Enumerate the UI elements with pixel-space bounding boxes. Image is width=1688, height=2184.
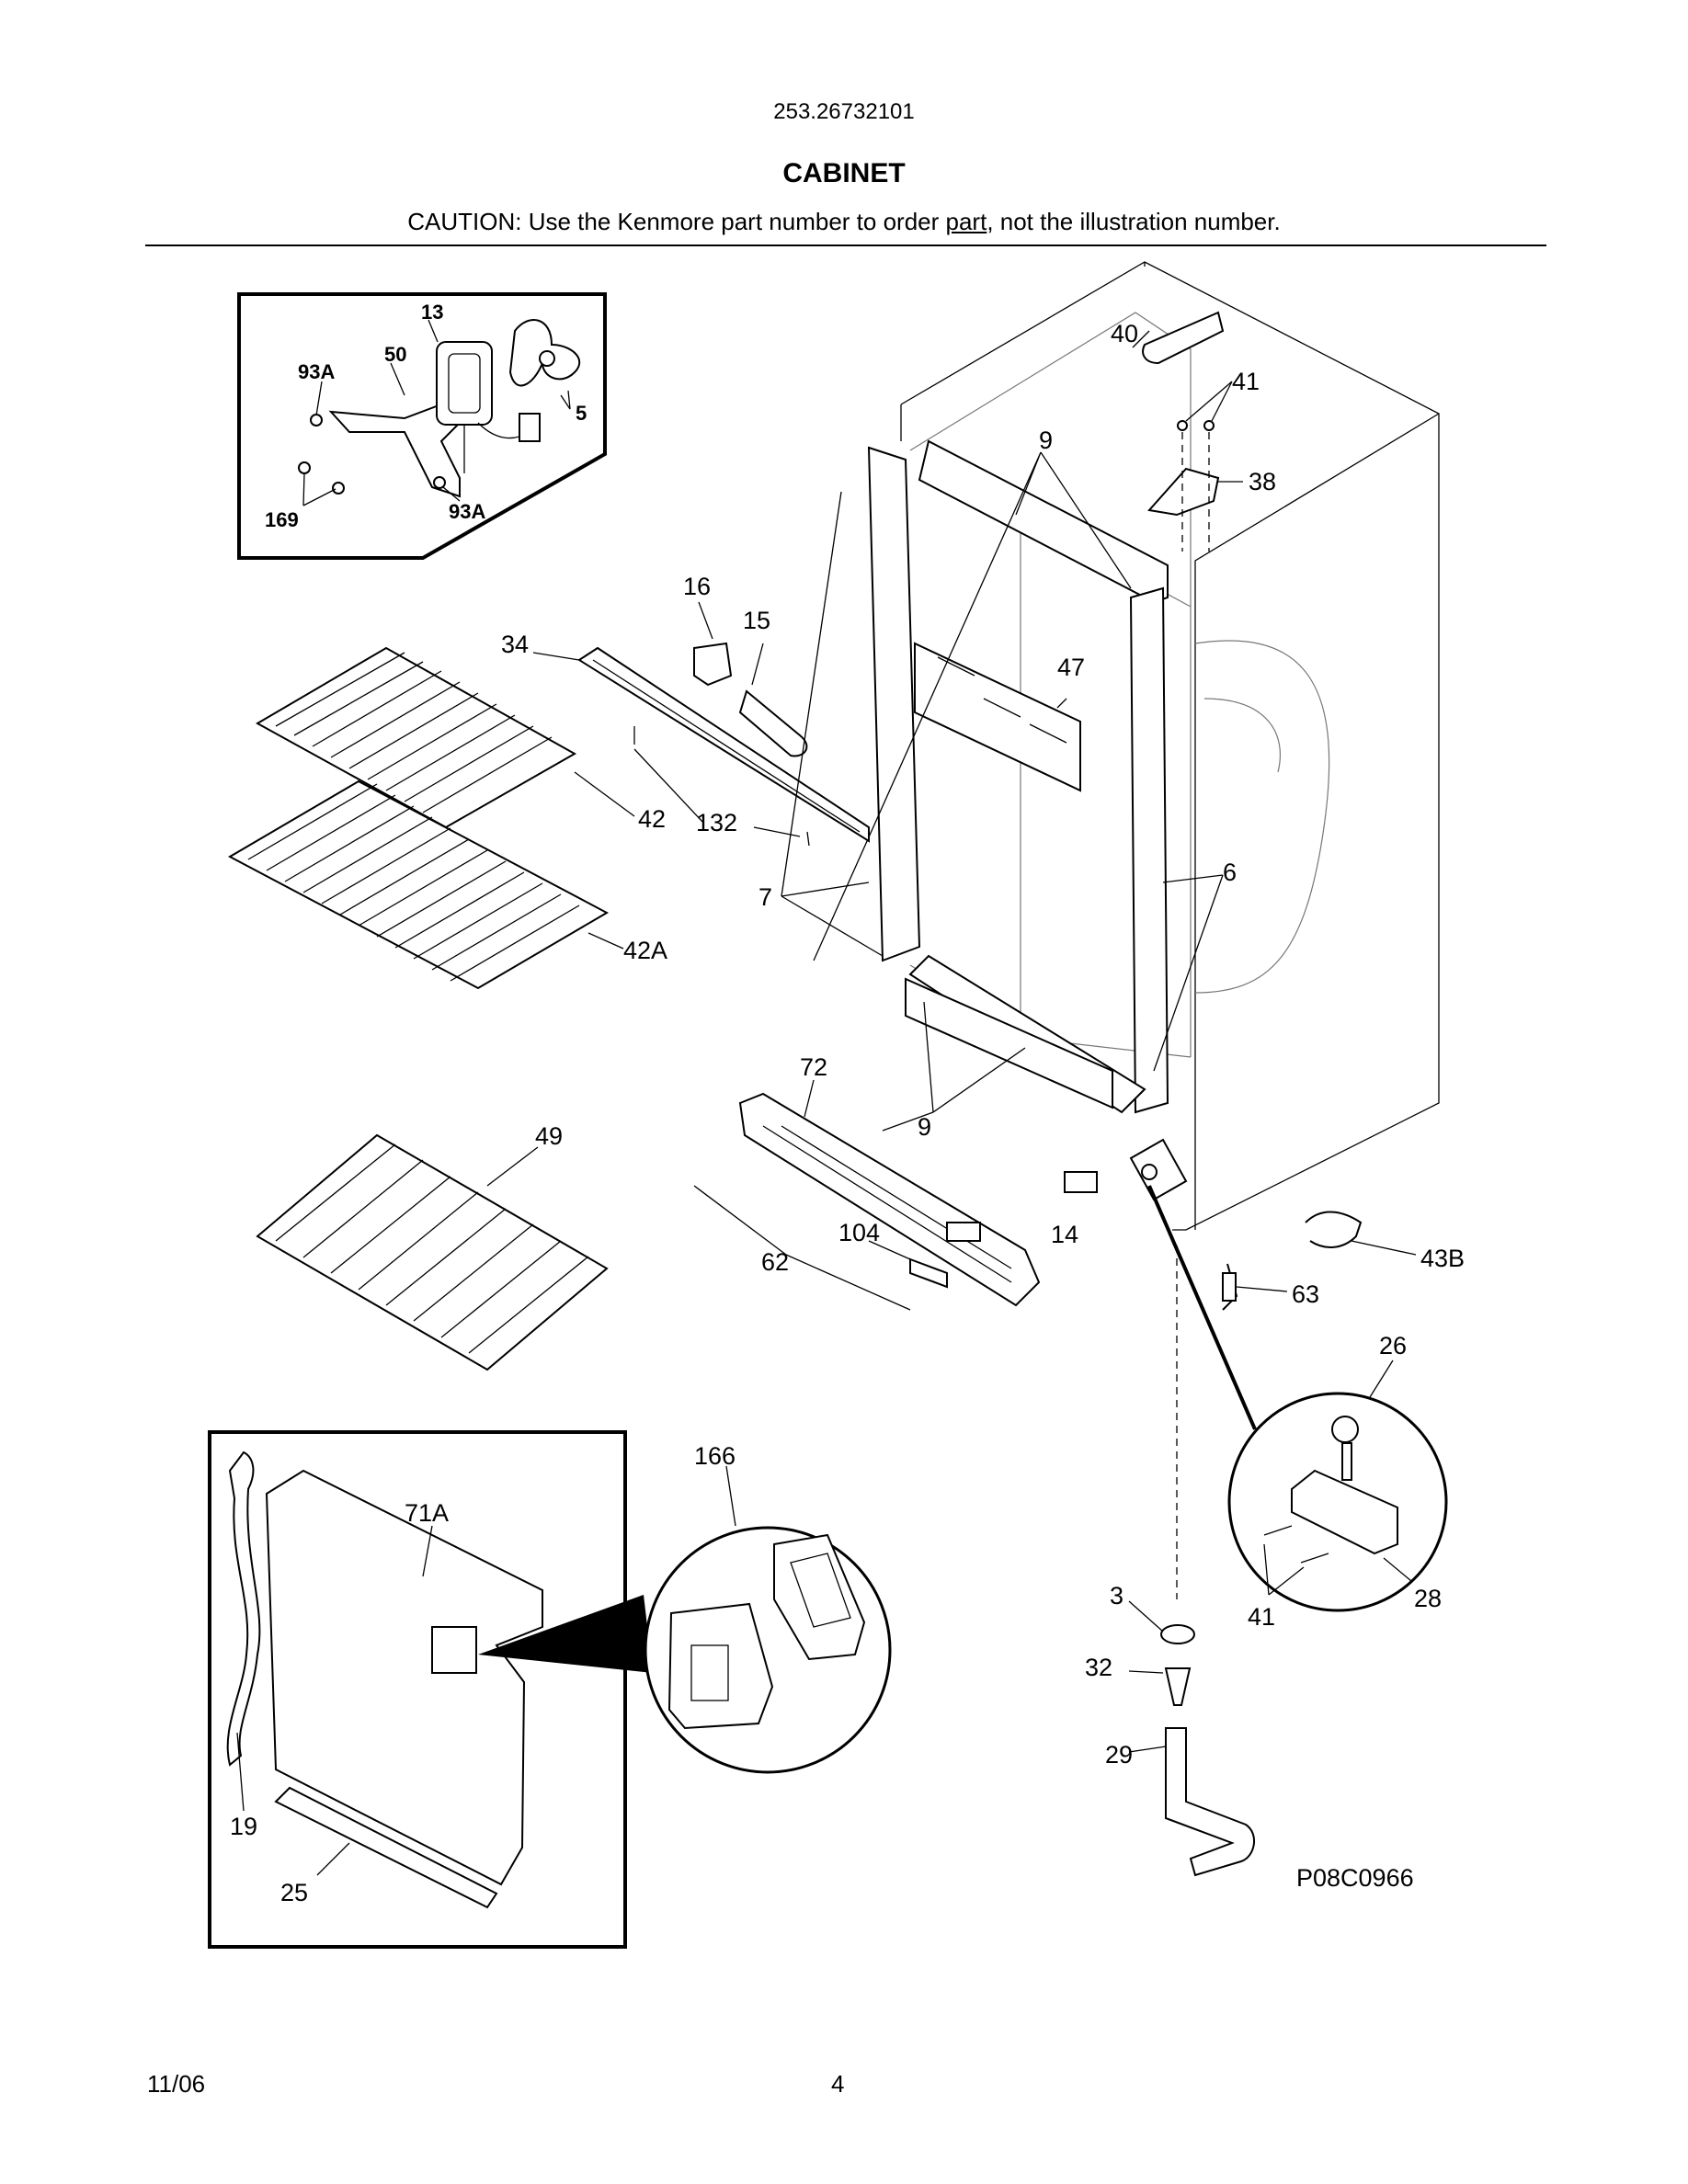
wire-shelves: 42 42A bbox=[227, 646, 667, 990]
toe-grille: 72 104 62 14 bbox=[693, 1053, 1098, 1311]
gasket-callout-7: 7 bbox=[758, 491, 884, 957]
caution-text-end: , not the illustration number. bbox=[987, 208, 1281, 235]
hinge-detail: 26 41 28 bbox=[1227, 1332, 1448, 1631]
caution-text: CAUTION: Use the Kenmore part number to … bbox=[407, 208, 946, 235]
top-hinge: 40 41 38 bbox=[1111, 311, 1276, 552]
callout-62: 62 bbox=[761, 1248, 789, 1276]
gasket-callout-top: 9 bbox=[813, 427, 1132, 961]
shelf-support-47: 47 bbox=[1056, 654, 1085, 709]
callout-104: 104 bbox=[838, 1219, 880, 1246]
callout-32: 32 bbox=[1085, 1654, 1112, 1681]
gasket-callout-bottom: 9 bbox=[882, 1001, 1026, 1141]
callout-63: 63 bbox=[1292, 1280, 1319, 1308]
callout-166: 166 bbox=[694, 1442, 736, 1470]
callout-40: 40 bbox=[1111, 320, 1138, 347]
callout-7: 7 bbox=[758, 883, 772, 911]
callout-49: 49 bbox=[535, 1122, 563, 1150]
header-rule bbox=[145, 245, 1546, 246]
callout-13: 13 bbox=[421, 301, 443, 324]
footer-date: 11/06 bbox=[147, 2070, 206, 2098]
callout-28: 28 bbox=[1414, 1585, 1442, 1612]
diagram-code: P08C0966 bbox=[1296, 1864, 1414, 1892]
light-assembly: 16 15 34 132 bbox=[501, 573, 870, 847]
callout-42A: 42A bbox=[623, 937, 667, 964]
inset-kick-plate: 71A 19 25 bbox=[208, 1430, 627, 1949]
callout-29: 29 bbox=[1105, 1741, 1133, 1769]
callout-169: 169 bbox=[265, 508, 299, 531]
cabinet-shell bbox=[867, 261, 1440, 1231]
gasket-callout-6: 6 bbox=[1153, 859, 1237, 1072]
callout-19: 19 bbox=[230, 1813, 257, 1840]
callout-132: 132 bbox=[696, 809, 737, 836]
leveling-leg: 3 32 29 bbox=[1085, 1582, 1255, 1877]
inset-fan-motor: 13 50 93A 5 169 93A bbox=[237, 292, 607, 560]
callout-14: 14 bbox=[1051, 1221, 1078, 1248]
callout-9-top: 9 bbox=[1039, 427, 1053, 454]
page-number: 4 bbox=[831, 2070, 845, 2098]
caution-note: CAUTION: Use the Kenmore part number to … bbox=[0, 208, 1688, 236]
crisper-grille: 49 bbox=[256, 1122, 609, 1371]
callout-47: 47 bbox=[1057, 654, 1085, 681]
callout-38: 38 bbox=[1249, 468, 1276, 495]
callout-93A-top: 93A bbox=[298, 360, 335, 383]
callout-15: 15 bbox=[743, 607, 770, 634]
callout-50: 50 bbox=[384, 343, 406, 366]
callout-72: 72 bbox=[800, 1053, 827, 1081]
callout-6: 6 bbox=[1223, 859, 1237, 886]
model-number: 253.26732101 bbox=[773, 99, 915, 124]
callout-16: 16 bbox=[683, 573, 711, 600]
callout-26: 26 bbox=[1379, 1332, 1407, 1359]
callout-42: 42 bbox=[638, 805, 666, 833]
callout-5: 5 bbox=[576, 402, 587, 425]
caution-part-word: part bbox=[945, 208, 987, 235]
callout-9-bottom: 9 bbox=[918, 1113, 931, 1141]
callout-41-top: 41 bbox=[1232, 368, 1260, 395]
lower-hinge: 43B 63 bbox=[1129, 1138, 1465, 1599]
callout-3: 3 bbox=[1110, 1582, 1123, 1610]
callout-25: 25 bbox=[280, 1879, 308, 1906]
callout-41-bottom: 41 bbox=[1248, 1603, 1275, 1631]
callout-43B: 43B bbox=[1420, 1245, 1465, 1272]
control-detail: 166 bbox=[478, 1442, 892, 1774]
callout-71A: 71A bbox=[405, 1499, 449, 1527]
page-title: CABINET bbox=[782, 158, 906, 188]
callout-93A-bottom: 93A bbox=[449, 500, 485, 523]
callout-34: 34 bbox=[501, 631, 529, 658]
